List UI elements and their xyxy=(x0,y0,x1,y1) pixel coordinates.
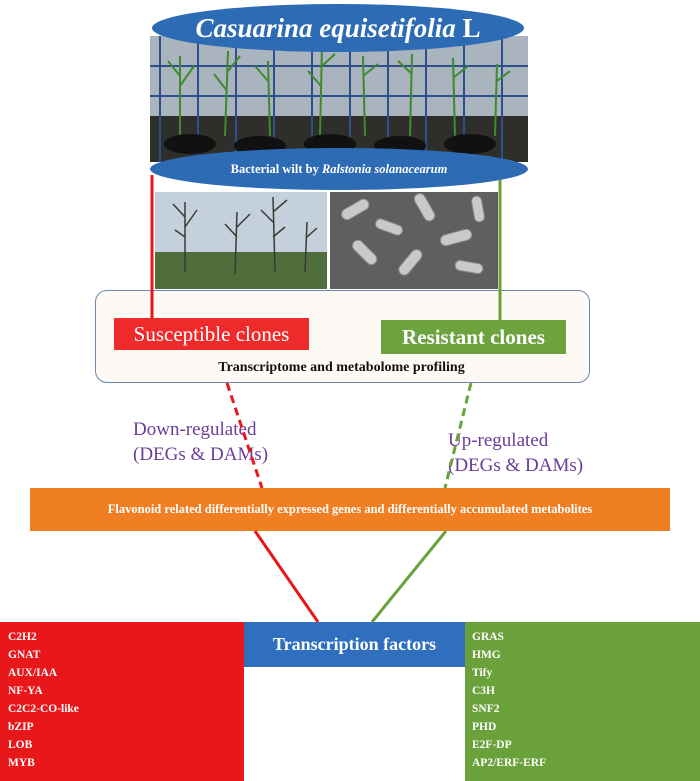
bacterial-wilt-banner: Bacterial wilt by Ralstonia solanacearum xyxy=(150,148,528,190)
tf-item: MYB xyxy=(8,757,35,769)
up-regulated-line1: Up-regulated xyxy=(448,430,549,451)
down-regulated-tf-list: C2H2 GNAT AUX/IAA NF-YA C2C2-CO-like bZI… xyxy=(8,628,79,772)
up-regulated-tf-box xyxy=(465,622,700,781)
tf-item: HMG xyxy=(472,649,501,661)
seedlings-photo xyxy=(150,36,528,162)
up-regulated-label: Up-regulated (DEGs & DAMs) xyxy=(448,428,583,478)
tf-item: C2H2 xyxy=(8,631,37,643)
down-regulated-line2: (DEGs & DAMs) xyxy=(133,444,269,465)
tf-item: PHD xyxy=(472,721,497,733)
bacteria-sem-photo xyxy=(330,192,498,289)
tf-item: C2C2-CO-like xyxy=(8,703,79,715)
bacterial-wilt-text: Bacterial wilt by Ralstonia solanacearum xyxy=(230,161,448,176)
flavonoid-bar: Flavonoid related differentially express… xyxy=(30,488,670,531)
down-regulated-tf-box xyxy=(0,622,244,781)
tf-item: C3H xyxy=(472,685,495,697)
down-regulated-label: Down-regulated (DEGs & DAMs) xyxy=(133,417,268,467)
transcription-factors-header: Transcription factors xyxy=(244,622,465,667)
profiling-text: Transcriptome and metabolome profiling xyxy=(218,360,465,375)
green-line-lower xyxy=(370,530,448,623)
up-regulated-tf-list: GRAS HMG Tify C3H SNF2 PHD E2F-DP AP2/ER… xyxy=(472,628,546,772)
species-title: Casuarina equisetifolia L xyxy=(195,12,481,43)
resistant-clones-label: Resistant clones xyxy=(381,320,566,354)
up-regulated-line2: (DEGs & DAMs) xyxy=(448,455,584,476)
tf-item: GRAS xyxy=(472,631,504,643)
species-title-banner: Casuarina equisetifolia L xyxy=(152,4,524,52)
tf-item: NF-YA xyxy=(8,685,43,697)
tf-item: E2F-DP xyxy=(472,739,512,751)
tf-item: bZIP xyxy=(8,721,34,733)
tf-item: LOB xyxy=(8,739,33,751)
tf-item: AP2/ERF-ERF xyxy=(472,757,547,769)
red-line-lower xyxy=(253,530,320,623)
tf-item: SNF2 xyxy=(472,703,500,715)
tf-item: AUX/IAA xyxy=(8,667,58,679)
down-regulated-line1: Down-regulated xyxy=(133,419,257,440)
susceptible-clones-label: Susceptible clones xyxy=(114,318,309,350)
tf-item: Tify xyxy=(472,667,493,679)
wilted-trees-photo xyxy=(155,192,327,289)
tf-item: GNAT xyxy=(8,649,41,661)
